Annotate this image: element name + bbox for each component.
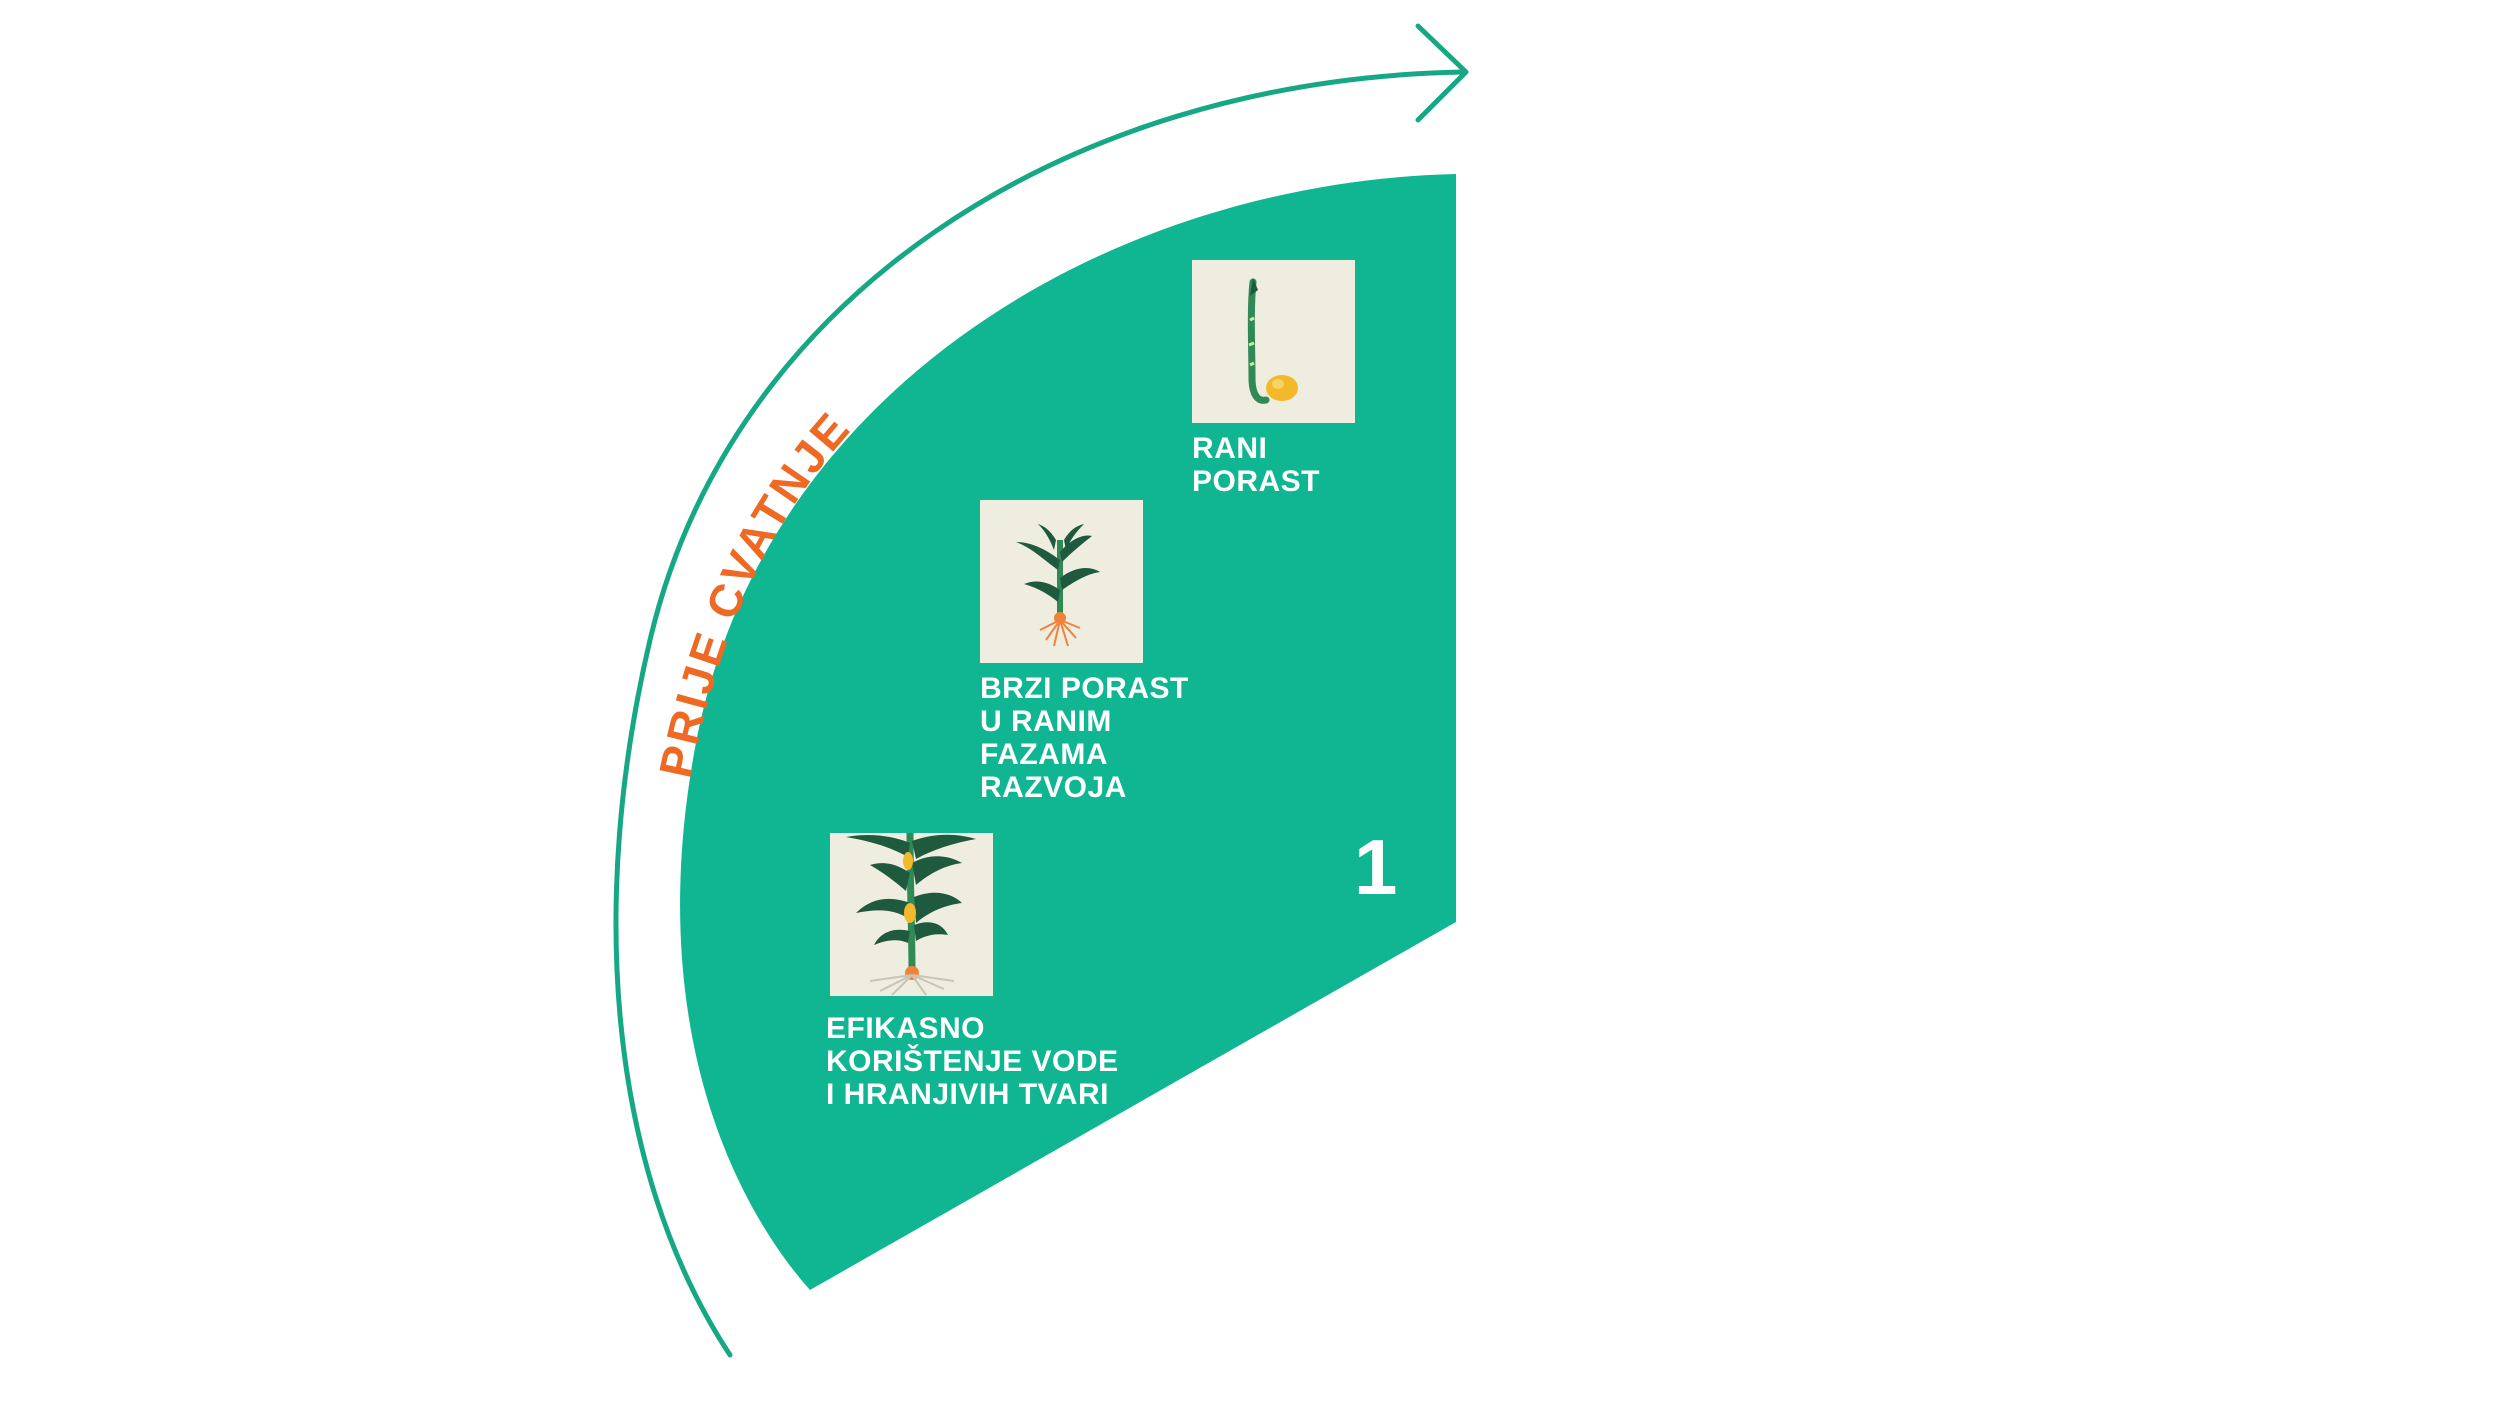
segment-number: 1 [1354,828,1397,906]
young-corn-plant-icon [980,500,1143,663]
brzi-porast-tile [980,500,1143,663]
corn-sprout-icon [1192,260,1355,423]
brzi-porast-label: BRZI PORAST U RANIM FAZAMA RAZVOJA [980,672,1189,804]
rani-porast-tile [1192,260,1355,423]
mature-corn-plant-icon [830,833,993,996]
efikasno-label: EFIKASNO KORIŠTENJE VODE I HRANJIVIH TVA… [826,1012,1119,1111]
efikasno-tile [830,833,993,996]
rani-porast-label: RANI PORAST [1192,432,1320,498]
